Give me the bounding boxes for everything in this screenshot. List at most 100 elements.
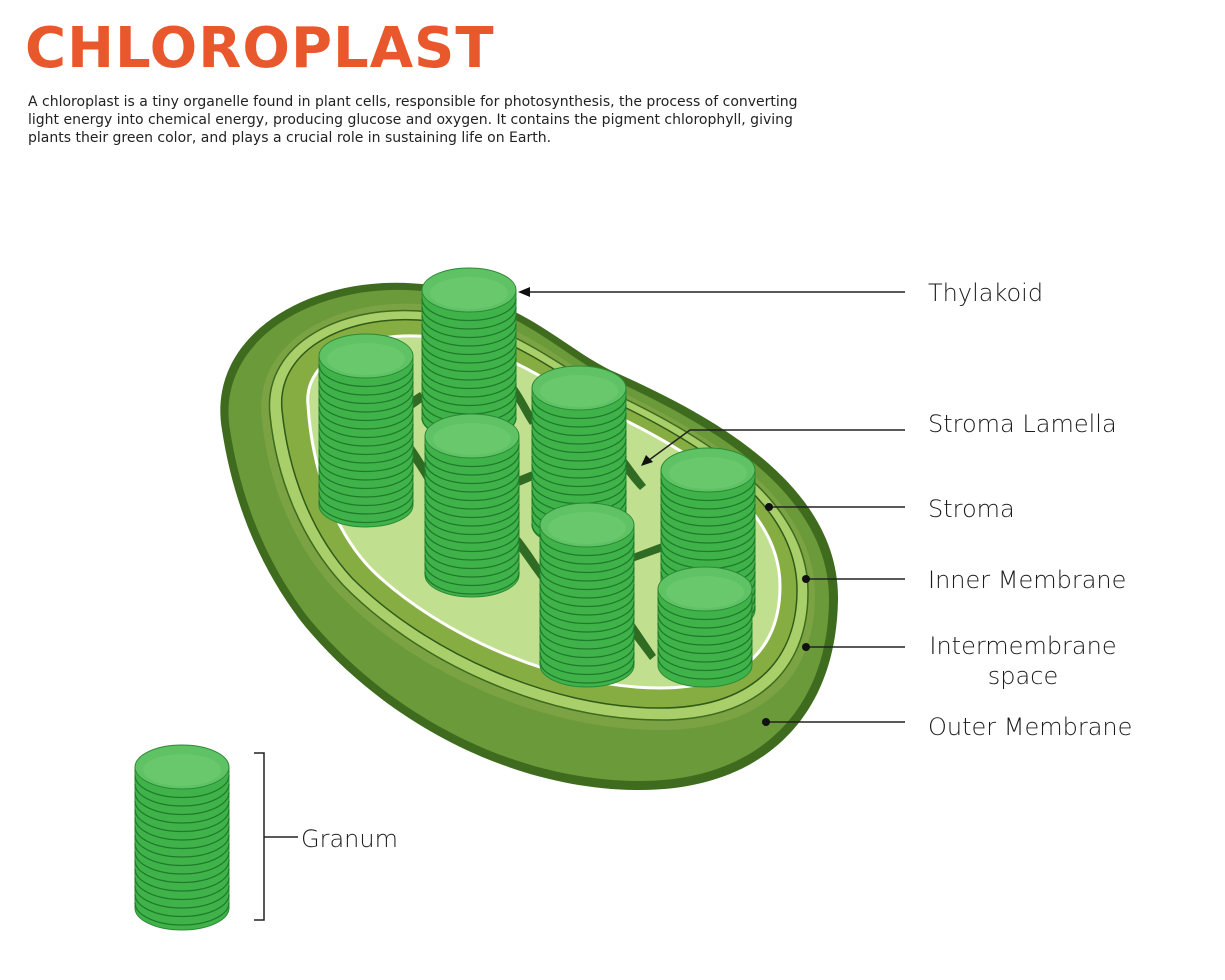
thylakoid-disc [318,483,414,507]
thylakoid-disc [531,472,627,496]
thylakoid-disc [539,626,635,650]
thylakoid-disc [657,597,753,621]
thylakoid-disc [134,792,230,816]
thylakoid-disc [134,817,230,841]
thylakoid-disc [539,635,635,659]
leader-markers [518,287,810,726]
thylakoid-disc [657,614,753,638]
thylakoid-disc [134,809,230,833]
thylakoid-disc [531,430,627,454]
thylakoid-disc [660,503,756,527]
thylakoid-disc [531,396,627,420]
thylakoid-disc [134,843,230,867]
thylakoid-disc [424,452,520,476]
thylakoid-disc [539,592,635,616]
thylakoid-disc [531,421,627,445]
thylakoid-disc [539,584,635,608]
thylakoid-disc [539,643,635,667]
thylakoid-disc [134,877,230,901]
thylakoid-disc [539,575,635,599]
outer-membrane-dot [762,718,770,726]
granum-stack-2-body [318,355,414,528]
thylakoid-disc [539,558,635,582]
thylakoid-disc [134,885,230,909]
thylakoid-disc [424,546,520,570]
thylakoid-disc [539,609,635,633]
granum-stack-7 [657,566,753,688]
page-title: CHLOROPLAST [25,16,495,81]
thylakoid-disc [134,834,230,858]
grana-group [318,267,756,688]
thylakoid-disc [660,478,756,502]
thylakoid-disc [657,656,753,680]
granum-label: Granum [301,825,398,853]
stroma-lamella-leader [644,429,905,464]
thylakoid-disc [134,826,230,850]
thylakoid-disc [424,444,520,468]
thylakoid-disc [318,500,414,524]
thylakoid-disc [421,349,517,373]
thylakoid-disc [657,648,753,672]
thylakoid-disc [539,601,635,625]
thylakoid-disc [539,660,635,684]
granum-single-stack [134,744,230,931]
thylakoid-disc [424,571,520,595]
thylakoid-disc [660,529,756,553]
thylakoid-disc [424,478,520,502]
leader-lines [522,291,905,723]
thylakoid-disc [134,894,230,918]
intermembrane-dot [802,643,810,651]
thylakoid-disc [134,902,230,926]
stroma-dot [765,503,773,511]
thylakoid-disc [421,332,517,356]
thylakoid-disc [134,775,230,799]
granum-stack-5 [424,413,520,598]
thylakoid-disc [134,860,230,884]
thylakoid-disc [134,783,230,807]
thylakoid-disc-top-highlight [540,375,618,407]
thylakoid-disc [660,495,756,519]
thylakoid-disc [318,372,414,396]
thylakoid-disc [134,800,230,824]
thylakoid-disc-top-highlight [327,343,405,375]
granum-stack-6 [539,502,635,688]
thylakoid-disc [531,438,627,462]
thylakoid-disc [421,298,517,322]
inner-membrane-dot [802,575,810,583]
thylakoid-disc-top-highlight [666,576,744,608]
thylakoid-disc [424,554,520,578]
thylakoid-disc [657,605,753,629]
stroma-lamella-label: Stroma Lamella [928,410,1117,438]
thylakoid-disc [134,851,230,875]
thylakoid-disc-top-highlight [548,512,626,544]
thylakoid-disc [531,447,627,471]
thylakoid-disc [421,366,517,390]
thylakoid-disc [318,440,414,464]
thylakoid-disc [424,512,520,536]
thylakoid-disc [318,381,414,405]
thylakoid-disc [318,449,414,473]
thylakoid-disc [421,340,517,364]
granum-bracket [254,752,298,921]
thylakoid-disc [531,404,627,428]
thylakoid-disc [318,432,414,456]
thylakoid-disc [318,474,414,498]
thylakoid-disc [318,415,414,439]
intermembrane-label-line2: space [988,662,1058,690]
thylakoid-disc [424,469,520,493]
thylakoid-disc [660,512,756,536]
thylakoid-disc-top-highlight [669,457,747,489]
thylakoid-disc [318,406,414,430]
thylakoid-disc [539,652,635,676]
thylakoid-disc [318,466,414,490]
granum-stack-2 [318,333,414,528]
thylakoid-disc [660,520,756,544]
thylakoid-disc [318,364,414,388]
thylakoid-disc [539,550,635,574]
thylakoid-disc [660,537,756,561]
thylakoid-disc [318,423,414,447]
thylakoid-disc [531,464,627,488]
stroma-lamella-arrowhead [641,455,653,466]
thylakoid-disc [424,486,520,510]
thylakoid-disc [539,533,635,557]
